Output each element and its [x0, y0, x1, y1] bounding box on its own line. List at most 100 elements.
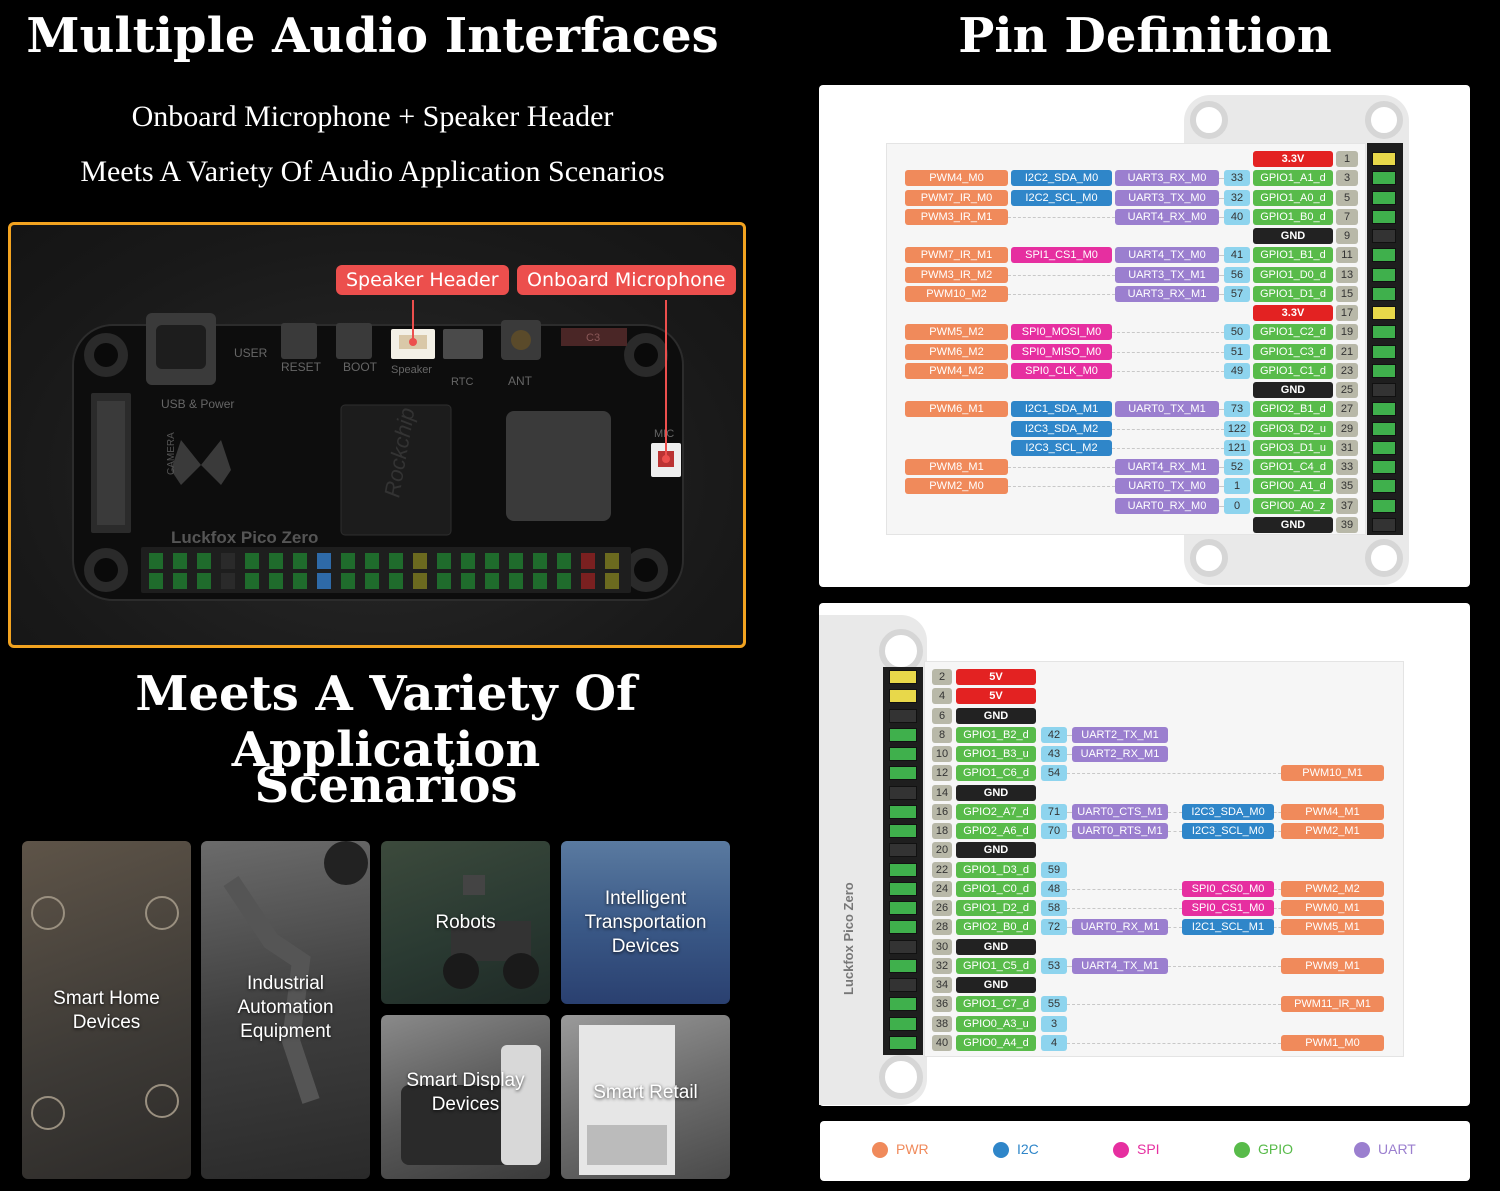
- header-pin: [889, 824, 917, 838]
- pin-function-gpio: GPIO1_C4_d: [1253, 459, 1333, 475]
- pin-number: 11: [1336, 247, 1358, 264]
- pwm-function: PWM6_M1: [905, 401, 1008, 418]
- pin-function-gnd: GND: [956, 977, 1036, 993]
- pin-number: 28: [932, 919, 952, 936]
- row-connector: [1219, 255, 1224, 257]
- pin-function-gpio: GPIO1_C3_d: [1253, 343, 1333, 360]
- board-illustration: USB & Power USER RESET BOOT Speaker RTC …: [72, 300, 684, 601]
- pwm-function: PWM9_M1: [1281, 957, 1384, 974]
- pwm-function: PWM5_M2: [905, 324, 1008, 341]
- tile-smart-display: Smart Display Devices: [381, 1015, 550, 1179]
- row-connector: [1067, 831, 1072, 832]
- gpio-number: 57: [1224, 285, 1250, 302]
- header-pin: [889, 939, 917, 954]
- uart-function: UART3_RX_M1: [1115, 285, 1219, 302]
- gpio-number: 52: [1224, 459, 1250, 475]
- pin-number: 27: [1336, 401, 1358, 418]
- gpio-number: 122: [1224, 420, 1250, 437]
- pin-number: 3: [1336, 170, 1358, 187]
- uart-function: UART3_RX_M0: [1115, 170, 1219, 187]
- pwm-function: PWM6_M2: [905, 343, 1008, 360]
- gpio-number: 33: [1224, 170, 1250, 187]
- gpio-number: 72: [1041, 919, 1067, 936]
- gpio-number: 49: [1224, 362, 1250, 379]
- row-connector: [1219, 409, 1224, 411]
- pwm-function: PWM11_IR_M1: [1281, 996, 1384, 1013]
- row-connector: [1008, 274, 1115, 276]
- board-header-pin: [293, 553, 307, 569]
- board-header-pin: [317, 553, 331, 569]
- pin-function-gpio: GPIO1_A0_d: [1253, 189, 1333, 206]
- pin-number: 32: [932, 957, 952, 974]
- pin-number: 25: [1336, 382, 1358, 398]
- pin-function-gpio: GPIO1_C0_d: [956, 880, 1036, 897]
- pin-number: 21: [1336, 343, 1358, 360]
- header-pin: [1372, 517, 1396, 532]
- row-connector: [1219, 178, 1224, 180]
- i2c-function: I2C3_SCL_M2: [1011, 439, 1112, 456]
- board-header-pin: [533, 573, 547, 589]
- gpio-number: 121: [1224, 439, 1250, 456]
- header-pin: [1372, 421, 1396, 436]
- board-header-pin: [413, 553, 427, 569]
- gpio-number: 51: [1224, 343, 1250, 360]
- uart-function: UART3_TX_M1: [1115, 266, 1219, 283]
- pin-number: 29: [1336, 420, 1358, 437]
- header-pin: [889, 978, 917, 992]
- pin-number: 22: [932, 861, 952, 878]
- board-header-pin: [581, 573, 595, 589]
- uart-function: UART4_TX_M1: [1072, 957, 1168, 974]
- pin-number: 23: [1336, 362, 1358, 379]
- pin-function-gnd: GND: [956, 842, 1036, 859]
- board-header-pin: [269, 573, 283, 589]
- pin-number: 24: [932, 880, 952, 897]
- header-pin: [1372, 460, 1396, 474]
- row-connector: [1219, 467, 1224, 468]
- pin-legend: PWR I2C SPI GPIO UART: [820, 1121, 1470, 1181]
- speaker-board-label: Speaker: [391, 364, 432, 376]
- header-pin: [1372, 479, 1396, 494]
- uart-function: UART4_RX_M0: [1115, 208, 1219, 225]
- header-pin: [889, 785, 917, 800]
- tile-industrial-label-1: Industrial: [246, 973, 325, 994]
- legend-spi-dot: [1113, 1142, 1129, 1159]
- header-pin: [889, 708, 917, 723]
- pin-number: 5: [1336, 189, 1358, 206]
- pin-function-pwr: 5V: [956, 688, 1036, 705]
- pin-number: 33: [1336, 459, 1358, 475]
- pin-number: 1: [1336, 151, 1358, 167]
- gpio-number: 59: [1041, 861, 1067, 878]
- pwm-function: PWM5_M1: [1281, 919, 1384, 936]
- gpio-number: 32: [1224, 189, 1250, 206]
- pin-function-gpio: GPIO1_D3_d: [956, 861, 1036, 878]
- header-pin: [889, 997, 917, 1012]
- gpio-number: 48: [1041, 880, 1067, 897]
- row-connector: [1112, 447, 1224, 449]
- pin-number: 19: [1336, 324, 1358, 341]
- header-pin: [889, 958, 917, 973]
- pin-number: 31: [1336, 439, 1358, 456]
- gpio-number: 3: [1041, 1015, 1067, 1032]
- board-header-pin: [533, 553, 547, 569]
- pin-number: 8: [932, 726, 952, 743]
- pin-number: 35: [1336, 478, 1358, 495]
- row-connector: [1008, 467, 1115, 468]
- tile-smart-home-label-2: Devices: [72, 1012, 141, 1033]
- pin-function-gpio: GPIO3_D2_u: [1253, 420, 1333, 437]
- row-connector: [1274, 908, 1281, 909]
- header-pin: [1372, 440, 1396, 455]
- ant-label: ANT: [508, 374, 533, 388]
- legend-i2c: I2C: [993, 1141, 1039, 1159]
- pin-number: 16: [932, 803, 952, 820]
- pin-function-gpio: GPIO1_B2_d: [956, 726, 1036, 743]
- uart-function: UART3_TX_M0: [1115, 189, 1219, 206]
- i2c-function: I2C3_SDA_M2: [1011, 420, 1112, 437]
- row-connector: [1008, 216, 1115, 218]
- board-header-pin: [437, 553, 451, 569]
- board-header-pin: [149, 573, 163, 589]
- row-connector: [1168, 831, 1182, 832]
- board-pin-header: [149, 553, 619, 589]
- pin-function-gpio: GPIO1_D2_d: [956, 900, 1036, 916]
- board-header-pin: [293, 573, 307, 589]
- pin-number: 38: [932, 1015, 952, 1032]
